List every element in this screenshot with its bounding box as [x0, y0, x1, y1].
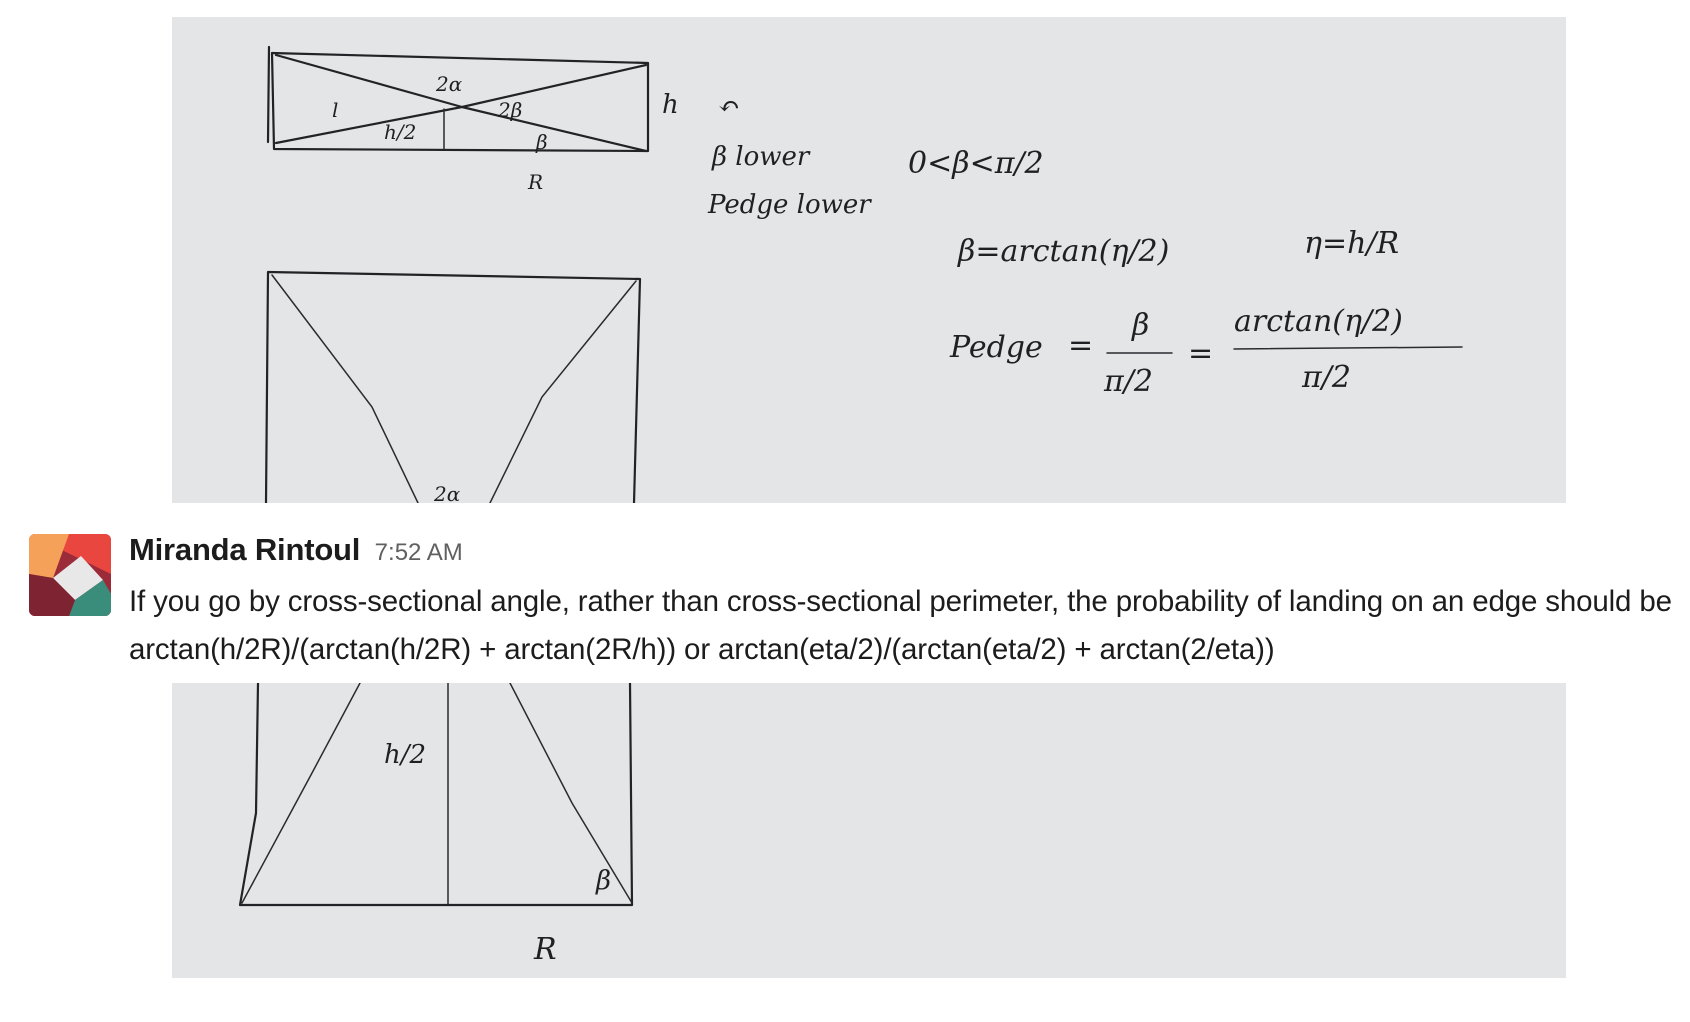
label-two-beta: 2β: [497, 98, 522, 122]
label-eq-2: =: [1188, 336, 1213, 371]
fraction-bar-2: [1233, 346, 1463, 350]
chat-message: [0, 503, 1690, 683]
message-timestamp[interactable]: 7:52 AM: [374, 539, 463, 566]
sketch-drawing-top: 2α l 2β h/2 β R h ↶ β lower Pedge lower …: [264, 45, 1463, 503]
sketch-image-bottom[interactable]: h/2 β R: [172, 683, 1566, 978]
flat-rectangle: [270, 51, 650, 153]
arrow-icon: ↶: [718, 92, 740, 122]
message-header: Miranda Rintoul 7:52 AM: [129, 532, 463, 568]
label-beta-lower-corner: β: [595, 866, 611, 896]
user-avatar[interactable]: [29, 534, 111, 616]
tall-diagonal-left: [271, 274, 419, 503]
tall-rectangle: [264, 270, 642, 503]
author-name[interactable]: Miranda Rintoul: [129, 532, 361, 567]
label-two-alpha-bottom: 2α: [433, 482, 461, 503]
label-beta-def: β=arctan(η/2): [957, 234, 1169, 269]
label-beta-lower: β lower: [711, 142, 811, 172]
label-range: 0<β<π/2: [908, 146, 1044, 181]
label-l: l: [332, 98, 338, 122]
flat-rectangle-left-edge: [266, 45, 271, 144]
workspace-avatar-icon: [29, 534, 111, 616]
diagonal-lower-right: [509, 683, 633, 904]
diagonal-lower-left: [241, 683, 361, 904]
label-pedge: Pedge: [949, 330, 1043, 365]
label-two-alpha: 2α: [435, 72, 463, 96]
label-eta-def: η=h/R: [1304, 226, 1399, 261]
label-pi-half-1: π/2: [1103, 364, 1153, 399]
label-h: h: [662, 90, 679, 120]
tall-rectangle-lower: [238, 683, 634, 907]
label-beta: β: [535, 130, 548, 154]
label-eq-1: =: [1068, 328, 1093, 363]
label-pedge-lower: Pedge lower: [707, 190, 872, 220]
label-pi-half-2: π/2: [1301, 360, 1351, 395]
message-body: If you go by cross-sectional angle, rath…: [129, 585, 1672, 666]
label-R-lower: R: [533, 932, 557, 967]
label-beta-numerator: β: [1131, 308, 1149, 343]
tall-diagonal-right: [489, 280, 637, 503]
sketch-drawing-bottom: h/2 β R: [238, 683, 634, 967]
diagonal-2: [274, 63, 648, 145]
label-h-half: h/2: [384, 120, 416, 144]
label-R: R: [527, 170, 543, 194]
label-arctan-numerator: arctan(η/2): [1234, 304, 1403, 339]
sketch-image-top[interactable]: 2α l 2β h/2 β R h ↶ β lower Pedge lower …: [172, 17, 1566, 503]
label-h-half-lower: h/2: [384, 740, 426, 770]
